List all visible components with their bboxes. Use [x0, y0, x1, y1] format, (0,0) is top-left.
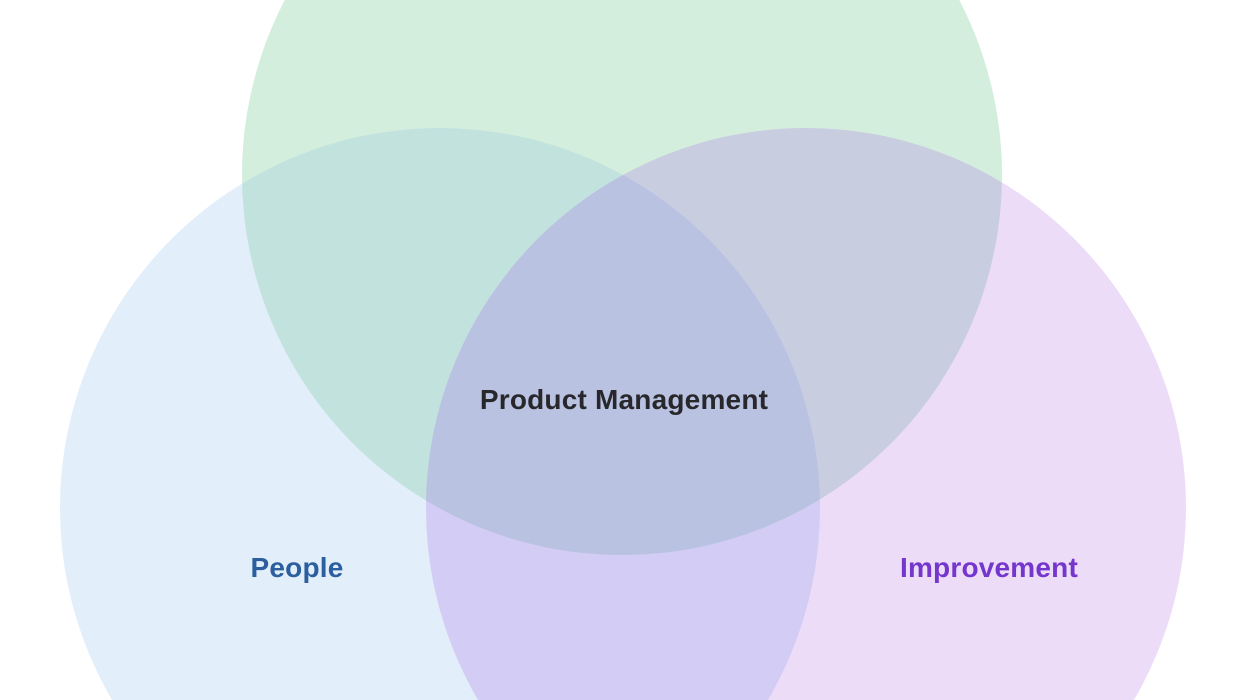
center-label-product-management: Product Management: [479, 384, 769, 415]
people-label: People: [250, 552, 344, 583]
improvement-label: Improvement: [899, 552, 1079, 583]
